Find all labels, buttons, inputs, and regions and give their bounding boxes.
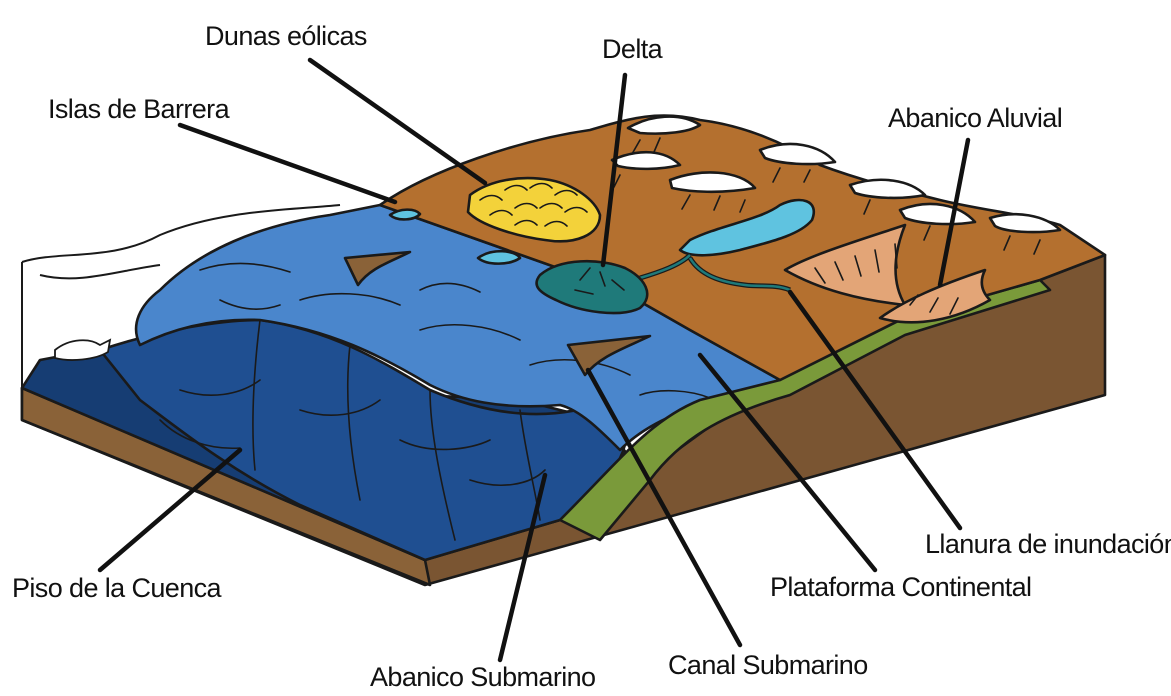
label-llanura-de-inundacion: Llanura de inundación <box>925 529 1171 559</box>
label-abanico-submarino: Abanico Submarino <box>370 662 595 692</box>
leader-islas-de-barrera <box>180 125 395 202</box>
barrier-island-lagoon-2 <box>478 251 520 263</box>
barrier-island-lagoon-1 <box>390 210 420 220</box>
label-canal-submarino: Canal Submarino <box>668 650 868 680</box>
sea-surface-wave <box>40 265 160 278</box>
label-dunas-eolicas: Dunas eólicas <box>205 21 367 51</box>
label-islas-de-barrera: Islas de Barrera <box>48 94 231 124</box>
leader-dunas-eolicas <box>310 60 485 183</box>
label-abanico-aluvial: Abanico Aluvial <box>888 103 1062 133</box>
label-plataforma-continental: Plataforma Continental <box>770 572 1031 602</box>
label-piso-de-la-cuenca: Piso de la Cuenca <box>12 573 223 603</box>
label-delta: Delta <box>602 34 664 64</box>
